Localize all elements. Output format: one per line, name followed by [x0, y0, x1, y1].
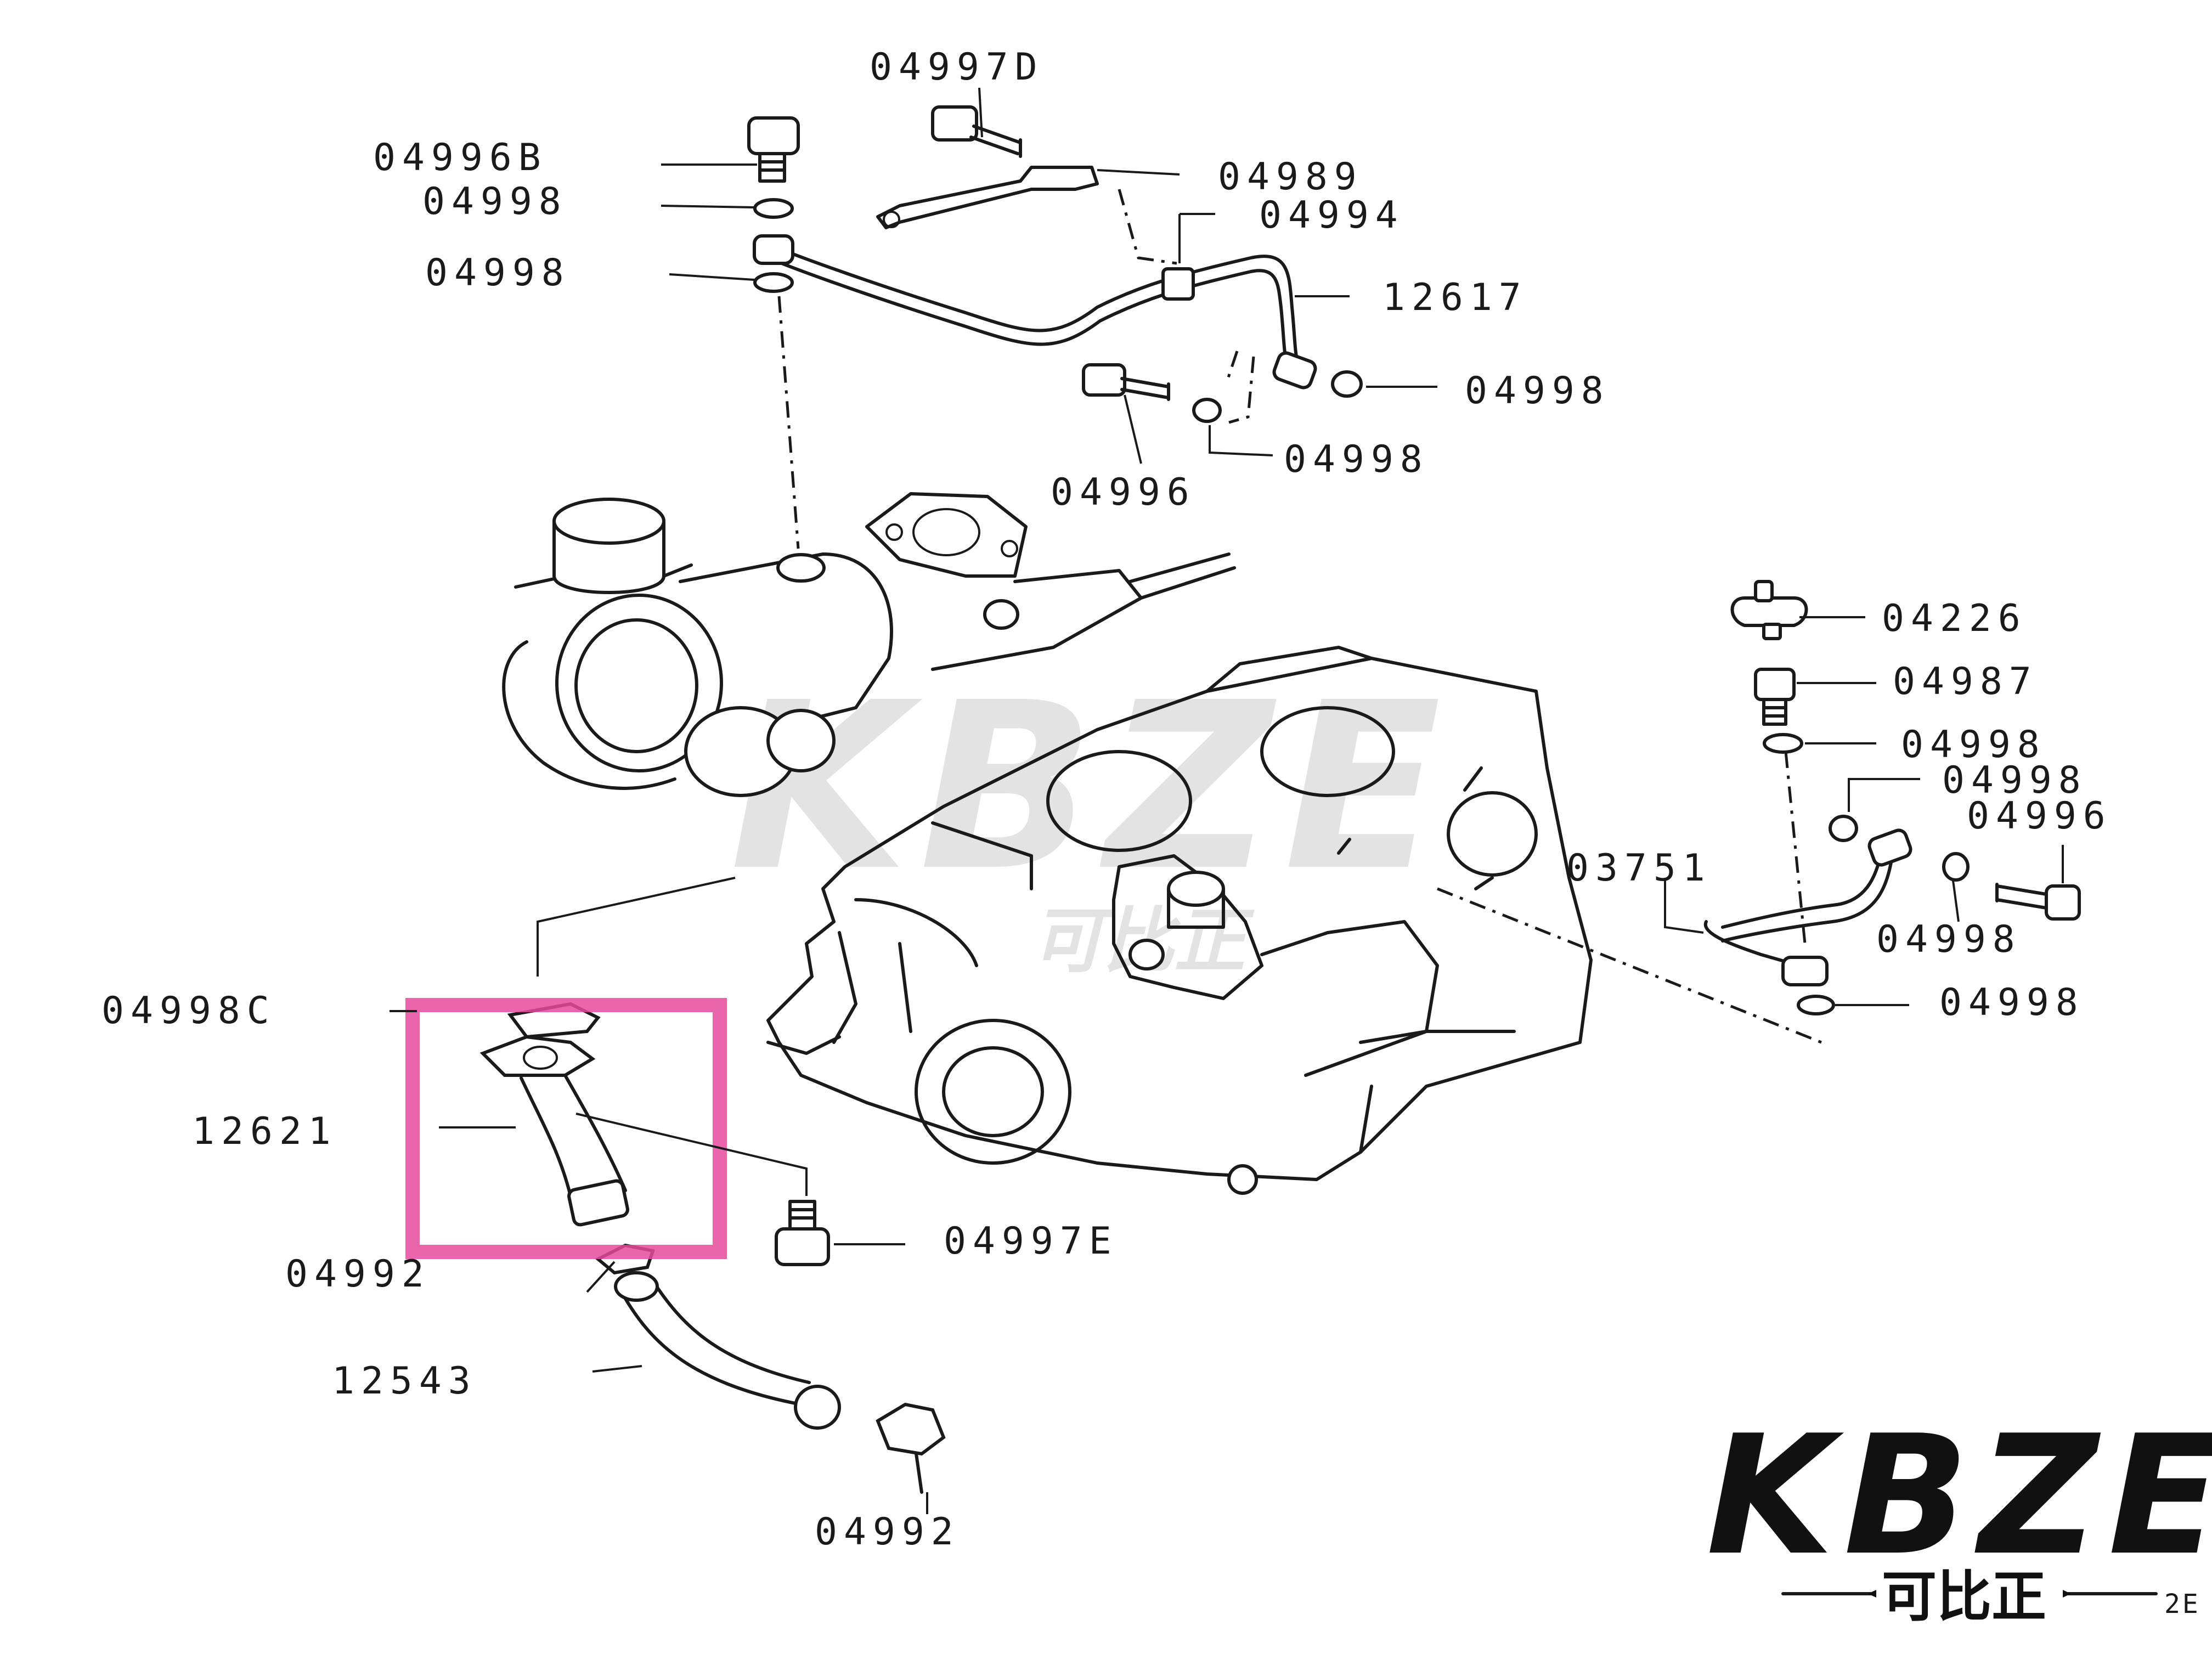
label-04987: 04987	[1893, 660, 2038, 703]
kbze-logo: KBZE 可比正	[1706, 1400, 2212, 1629]
logo-subtext: 可比正	[1882, 1565, 2046, 1629]
part-labels: 04997D 04996B 04998 04998 04989 04994 12…	[101, 46, 2200, 1620]
turbocharger	[502, 492, 1236, 797]
bolt-04996-right-icon	[1995, 883, 2081, 921]
label-04996-b: 04996	[1967, 794, 2112, 838]
label-04998-c: 04998	[1465, 369, 1610, 413]
label-04998-h: 04998	[1939, 981, 2085, 1024]
label-04998c: 04998C	[101, 989, 276, 1032]
watermark: KBZE 可比正	[730, 653, 1452, 983]
label-04226: 04226	[1882, 597, 2027, 640]
label-12543: 12543	[332, 1359, 477, 1403]
label-04997d: 04997D	[870, 46, 1044, 89]
bolt-04996-icon	[1082, 363, 1170, 401]
label-12621: 12621	[192, 1110, 337, 1153]
label-04996-a: 04996	[1051, 471, 1196, 514]
bolt-04996b-icon	[747, 116, 800, 183]
watermark-text: KBZE	[730, 653, 1452, 922]
label-page-code: 2E	[2164, 1589, 2200, 1620]
label-04998-d: 04998	[1284, 438, 1429, 481]
label-04998-f: 04998	[1942, 759, 2087, 802]
label-04997e: 04997E	[944, 1220, 1118, 1263]
label-04992-a: 04992	[285, 1252, 431, 1296]
lower-pipe-assembly	[405, 877, 946, 1494]
bolt-04997d-icon	[931, 105, 1022, 158]
label-04998-a: 04998	[422, 180, 568, 223]
label-12617: 12617	[1383, 276, 1528, 319]
label-04998-e: 04998	[1901, 723, 2046, 766]
engine-block	[766, 646, 1593, 1195]
highlight-box-12621	[405, 998, 727, 1259]
label-04989: 04989	[1218, 155, 1363, 199]
upper-pipe-assembly	[747, 105, 1363, 549]
bracket-04989	[876, 166, 1099, 229]
right-pipe-assembly	[1437, 580, 2081, 1044]
label-04998-b: 04998	[425, 251, 571, 295]
label-04998-g: 04998	[1876, 918, 2022, 961]
label-04996b: 04996B	[373, 136, 548, 179]
bolt-04997e-icon	[775, 1200, 830, 1266]
label-03751: 03751	[1566, 847, 1712, 890]
label-04992-b: 04992	[815, 1510, 960, 1554]
leader-lines	[390, 87, 2064, 1514]
label-04994: 04994	[1259, 194, 1404, 237]
pipe-12617	[766, 242, 1299, 364]
logo-text: KBZE	[1706, 1400, 2212, 1592]
